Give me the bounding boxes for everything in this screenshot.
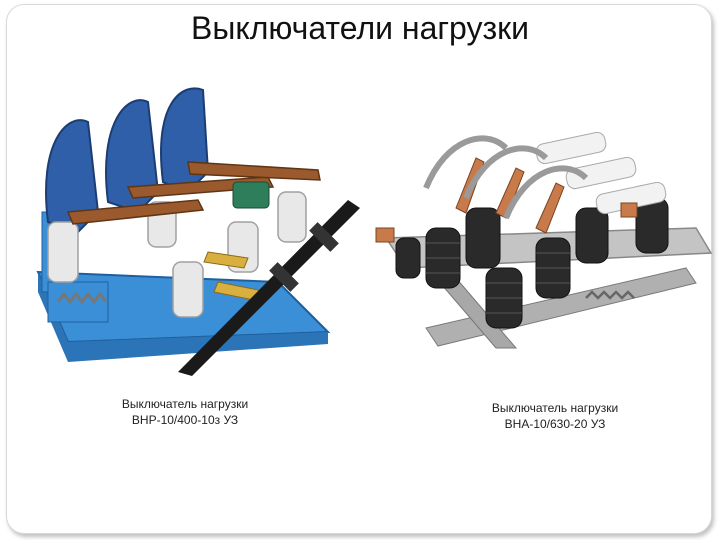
caption-vna-name: Выключатель нагрузки — [491, 401, 619, 415]
slide-title: Выключатели нагрузки — [190, 10, 530, 46]
caption-vna: Выключатель нагрузки ВНА-10/630-20 УЗ — [430, 400, 680, 432]
caption-vnr-name: Выключатель нагрузки — [121, 397, 249, 411]
caption-vna-model: ВНА-10/630-20 УЗ — [504, 417, 606, 431]
load-switch-vna-photo — [366, 118, 718, 368]
caption-vnr: Выключатель нагрузки ВНР-10/400-10з УЗ — [60, 396, 310, 428]
slide-frame — [6, 4, 712, 534]
caption-vnr-model: ВНР-10/400-10з УЗ — [131, 413, 239, 427]
load-switch-vnr-photo — [28, 82, 364, 376]
